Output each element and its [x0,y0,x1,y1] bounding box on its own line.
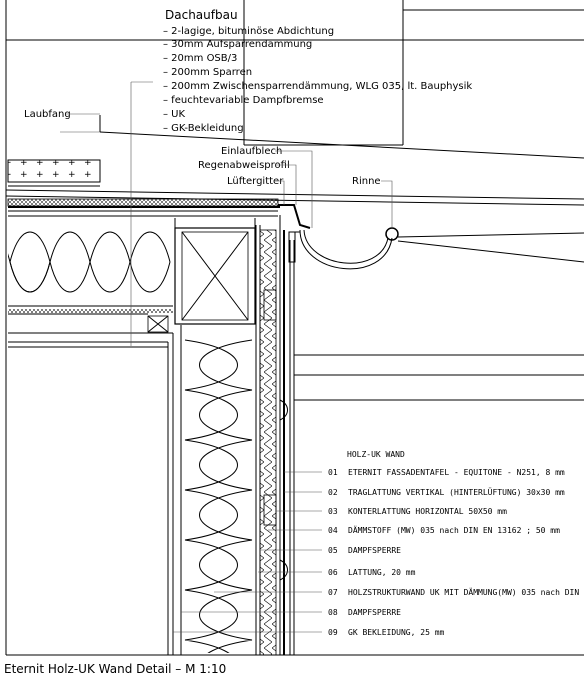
roof-layer: – GK-Bekleidung [163,123,244,134]
wall-legend-row: 05 DAMPFSPERRE [260,546,401,555]
wall-legend-title: HOLZ-UK WAND [347,450,405,459]
roof-layer: – 200mm Sparren [163,67,252,78]
wall-item-text: GK BEKLEIDUNG, 25 mm [348,628,445,637]
wall-legend-row: 08 DAMPFSPERRE [181,608,401,617]
wall-legend-row: 06 LATTUNG, 20 mm [258,568,416,577]
roof-layer: – 30mm Aufsparrendämmung [163,39,312,50]
roof-layer: – UK [163,109,185,120]
wall-item-text: LATTUNG, 20 mm [348,568,416,577]
roof-layer: – 2-lagige, bituminöse Abdichtung [163,26,334,37]
wall-item-text: DAMPFSPERRE [348,608,401,617]
wall-legend: HOLZ-UK WAND 01 ETERNIT FASSADENTAFEL - … [173,450,584,637]
gutter-assembly [278,204,399,270]
wall-legend-row: 03 KONTERLATTUNG HORIZONTAL 50X50 mm [276,507,507,516]
callouts: Laubfang Einlaufblech Regenabweisprofil … [24,109,393,228]
wall-item-number: 07 [328,588,338,597]
wall-item-number: 09 [328,628,338,637]
wall-legend-row: 02 TRAGLATTUNG VERTIKAL (HINTERLÜFTUNG) … [284,487,565,497]
wall-item-number: 03 [328,507,338,516]
rafter-beam [174,218,256,325]
roof-layer: – 20mm OSB/3 [163,53,237,64]
wall-item-number: 02 [328,488,338,497]
callout-einlaufblech: Einlaufblech [221,146,282,157]
wall-legend-row: 07 HOLZSTRUKTURWAND UK MIT DÄMMUNG(MW) 0… [214,587,584,597]
right-background-lines [294,232,584,401]
wall-legend-row: 01 ETERNIT FASSADENTAFEL - EQUITONE - N2… [284,468,565,477]
roof-title: Dachaufbau [165,8,238,22]
wall-item-text: DÄMMSTOFF (MW) 035 nach DIN EN 13162 ; 5… [348,525,560,535]
wall-legend-row: 09 GK BEKLEIDUNG, 25 mm [173,628,445,637]
callout-regenabweisprofil: Regenabweisprofil [198,160,290,171]
upper-background-lines [6,0,584,159]
wall-item-text: ETERNIT FASSADENTAFEL - EQUITONE - N251,… [348,468,565,477]
wall-item-number: 05 [328,546,338,555]
wall-item-number: 01 [328,468,338,477]
drawing-caption: Eternit Holz-UK Wand Detail – M 1:10 [4,662,226,676]
callout-rinne: Rinne [352,176,381,187]
wall-item-number: 04 [328,526,338,535]
callout-laubfang: Laubfang [24,109,71,120]
wall-item-text: DAMPFSPERRE [348,546,401,555]
wall-item-number: 06 [328,568,338,577]
roof-layer: – feuchtevariable Dampfbremse [163,95,324,106]
roof-layers [5,189,584,655]
drawing-frame [5,0,584,656]
roof-buildup-legend: Dachaufbau – 2-lagige, bituminöse Abdich… [130,8,472,346]
wall-item-number: 08 [328,608,338,617]
wall-layers [180,215,295,656]
wall-item-text: TRAGLATTUNG VERTIKAL (HINTERLÜFTUNG) 30x… [348,487,565,497]
wall-item-text: HOLZSTRUKTURWAND UK MIT DÄMMUNG(MW) 035 … [348,587,584,597]
laubfang-element [7,159,101,187]
callout-luftergitter: Lüftergitter [227,176,284,187]
wall-legend-row: 04 DÄMMSTOFF (MW) 035 nach DIN EN 13162 … [268,525,560,535]
wall-item-text: KONTERLATTUNG HORIZONTAL 50X50 mm [348,507,507,516]
roof-layer: – 200mm Zwischensparrendämmung, WLG 035,… [163,81,472,92]
